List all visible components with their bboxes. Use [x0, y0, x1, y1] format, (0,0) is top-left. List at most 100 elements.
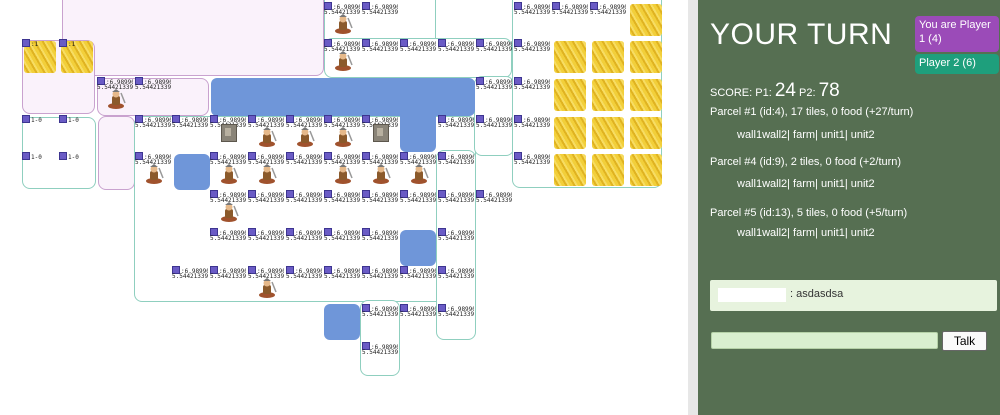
map-tile[interactable]: :6.9899035.5442133944 — [400, 265, 436, 302]
map-tile[interactable]: :6.9899035.5442133944 — [362, 303, 398, 340]
map-tile[interactable]: :6.9899035.5442133944 — [362, 1, 398, 38]
unit-icon[interactable] — [370, 163, 392, 185]
farm-tile[interactable] — [552, 114, 588, 151]
map-tile[interactable]: :6.9899035.5442133944 — [324, 114, 360, 151]
map-tile[interactable]: :6.9899035.5442133944 — [248, 227, 284, 264]
map-tile[interactable]: :6.9899035.5442133944 — [362, 341, 398, 378]
map-tile[interactable]: :6.9899035.5442133944 — [172, 114, 208, 151]
map-tile[interactable]: :6.9899035.5442133944 — [476, 114, 512, 151]
map-tile[interactable]: :6.9899035.5442133944 — [438, 151, 474, 188]
unit-icon[interactable] — [332, 13, 354, 35]
farm-tile[interactable]: :1 — [22, 38, 58, 75]
map-tile[interactable]: 1-0 — [59, 151, 95, 188]
map-tile[interactable]: :6.9899035.5442133944 — [514, 114, 550, 151]
map-tile[interactable]: 1-0 — [22, 151, 58, 188]
game-board[interactable]: :6.9899035.5442133944:6.9899035.54421339… — [0, 0, 688, 415]
map-tile[interactable]: :6.9899035.5442133944 — [514, 38, 550, 75]
map-tile[interactable]: :6.9899035.5442133944 — [400, 303, 436, 340]
map-tile[interactable]: 1-0 — [22, 114, 58, 151]
parcel-title[interactable]: Parcel #4 (id:9), 2 tiles, 0 food (+2/tu… — [710, 156, 902, 168]
map-tile[interactable]: :6.9899035.5442133944 — [476, 38, 512, 75]
tower-icon[interactable] — [221, 124, 237, 142]
farm-tile[interactable] — [628, 151, 664, 188]
unit-icon[interactable] — [332, 163, 354, 185]
map-tile[interactable]: :6.9899035.5442133944 — [552, 1, 588, 38]
map-tile[interactable]: :6.9899035.5442133944 — [362, 189, 398, 226]
map-tile[interactable]: :6.9899035.5442133944 — [514, 1, 550, 38]
farm-tile[interactable] — [628, 76, 664, 113]
farm-tile[interactable] — [590, 114, 626, 151]
map-tile[interactable]: :6.9899035.5442133944 — [286, 189, 322, 226]
map-tile[interactable]: :6.9899035.5442133944 — [324, 265, 360, 302]
farm-tile[interactable] — [552, 151, 588, 188]
map-tile[interactable]: :6.9899035.5442133944 — [400, 189, 436, 226]
map-tile[interactable]: :6.9899035.5442133944 — [438, 265, 474, 302]
farm-tile[interactable] — [628, 114, 664, 151]
map-tile[interactable]: :6.9899035.5442133944 — [210, 265, 246, 302]
map-tile[interactable]: :6.9899035.5442133944 — [248, 114, 284, 151]
unit-icon[interactable] — [332, 50, 354, 72]
unit-icon[interactable] — [332, 126, 354, 148]
map-tile[interactable]: :6.9899035.5442133944 — [514, 76, 550, 113]
map-tile[interactable]: :6.9899035.5442133944 — [324, 227, 360, 264]
map-tile[interactable]: :6.9899035.5442133944 — [210, 151, 246, 188]
map-tile[interactable]: :6.9899035.5442133944 — [476, 189, 512, 226]
map-tile[interactable]: :6.9899035.5442133944 — [248, 189, 284, 226]
unit-icon[interactable] — [218, 201, 240, 223]
map-tile[interactable]: :6.9899035.5442133944 — [248, 265, 284, 302]
map-tile[interactable]: :6.9899035.5442133944 — [172, 265, 208, 302]
map-tile[interactable]: :6.9899035.5442133944 — [135, 76, 171, 113]
parcel-buildings[interactable]: wall1wall2| farm| unit1| unit2 — [737, 178, 875, 190]
map-tile[interactable]: :6.9899035.5442133944 — [438, 189, 474, 226]
map-tile[interactable]: :6.9899035.5442133944 — [210, 227, 246, 264]
chat-input[interactable] — [711, 332, 938, 349]
map-tile[interactable]: :6.9899035.5442133944 — [514, 151, 550, 188]
map-tile[interactable]: :6.9899035.5442133944 — [362, 151, 398, 188]
parcel-title[interactable]: Parcel #5 (id:13), 5 tiles, 0 food (+5/t… — [710, 207, 908, 219]
unit-icon[interactable] — [294, 126, 316, 148]
farm-tile[interactable] — [628, 1, 664, 38]
map-tile[interactable]: :6.9899035.5442133944 — [362, 38, 398, 75]
farm-tile[interactable] — [552, 76, 588, 113]
map-tile[interactable]: :6.9899035.5442133944 — [210, 114, 246, 151]
map-tile[interactable]: 1-0 — [59, 114, 95, 151]
map-tile[interactable]: :6.9899035.5442133944 — [438, 114, 474, 151]
map-tile[interactable]: :6.9899035.5442133944 — [324, 1, 360, 38]
map-tile[interactable]: :6.9899035.5442133944 — [135, 114, 171, 151]
unit-icon[interactable] — [143, 163, 165, 185]
map-tile[interactable]: :6.9899035.5442133944 — [286, 151, 322, 188]
map-tile[interactable]: :6.9899035.5442133944 — [324, 189, 360, 226]
map-tile[interactable]: :6.9899035.5442133944 — [438, 38, 474, 75]
map-tile[interactable]: :6.9899035.5442133944 — [286, 227, 322, 264]
farm-tile[interactable]: :1 — [59, 38, 95, 75]
unit-icon[interactable] — [105, 88, 127, 110]
farm-tile[interactable] — [552, 38, 588, 75]
unit-icon[interactable] — [218, 163, 240, 185]
map-tile[interactable]: :6.9899035.5442133944 — [135, 151, 171, 188]
map-tile[interactable]: :6.9899035.5442133944 — [210, 189, 246, 226]
map-tile[interactable]: :6.9899035.5442133944 — [362, 227, 398, 264]
talk-button[interactable]: Talk — [942, 331, 987, 351]
parcel-title[interactable]: Parcel #1 (id:4), 17 tiles, 0 food (+27/… — [710, 106, 914, 118]
farm-tile[interactable] — [628, 38, 664, 75]
parcel-buildings[interactable]: wall1wall2| farm| unit1| unit2 — [737, 129, 875, 141]
unit-icon[interactable] — [408, 163, 430, 185]
map-tile[interactable]: :6.9899035.5442133944 — [286, 265, 322, 302]
farm-tile[interactable] — [590, 38, 626, 75]
map-tile[interactable]: :6.9899035.5442133944 — [362, 114, 398, 151]
map-tile[interactable]: :6.9899035.5442133944 — [438, 227, 474, 264]
map-tile[interactable]: :6.9899035.5442133944 — [362, 265, 398, 302]
map-tile[interactable]: :6.9899035.5442133944 — [248, 151, 284, 188]
farm-tile[interactable] — [590, 76, 626, 113]
map-tile[interactable]: :6.9899035.5442133944 — [324, 151, 360, 188]
map-tile[interactable]: :6.9899035.5442133944 — [286, 114, 322, 151]
farm-tile[interactable] — [590, 151, 626, 188]
unit-icon[interactable] — [256, 163, 278, 185]
map-tile[interactable]: :6.9899035.5442133944 — [324, 38, 360, 75]
tower-icon[interactable] — [373, 124, 389, 142]
unit-icon[interactable] — [256, 126, 278, 148]
parcel-buildings[interactable]: wall1wall2| farm| unit1| unit2 — [737, 227, 875, 239]
unit-icon[interactable] — [256, 277, 278, 299]
map-tile[interactable]: :6.9899035.5442133944 — [590, 1, 626, 38]
map-tile[interactable]: :6.9899035.5442133944 — [97, 76, 133, 113]
